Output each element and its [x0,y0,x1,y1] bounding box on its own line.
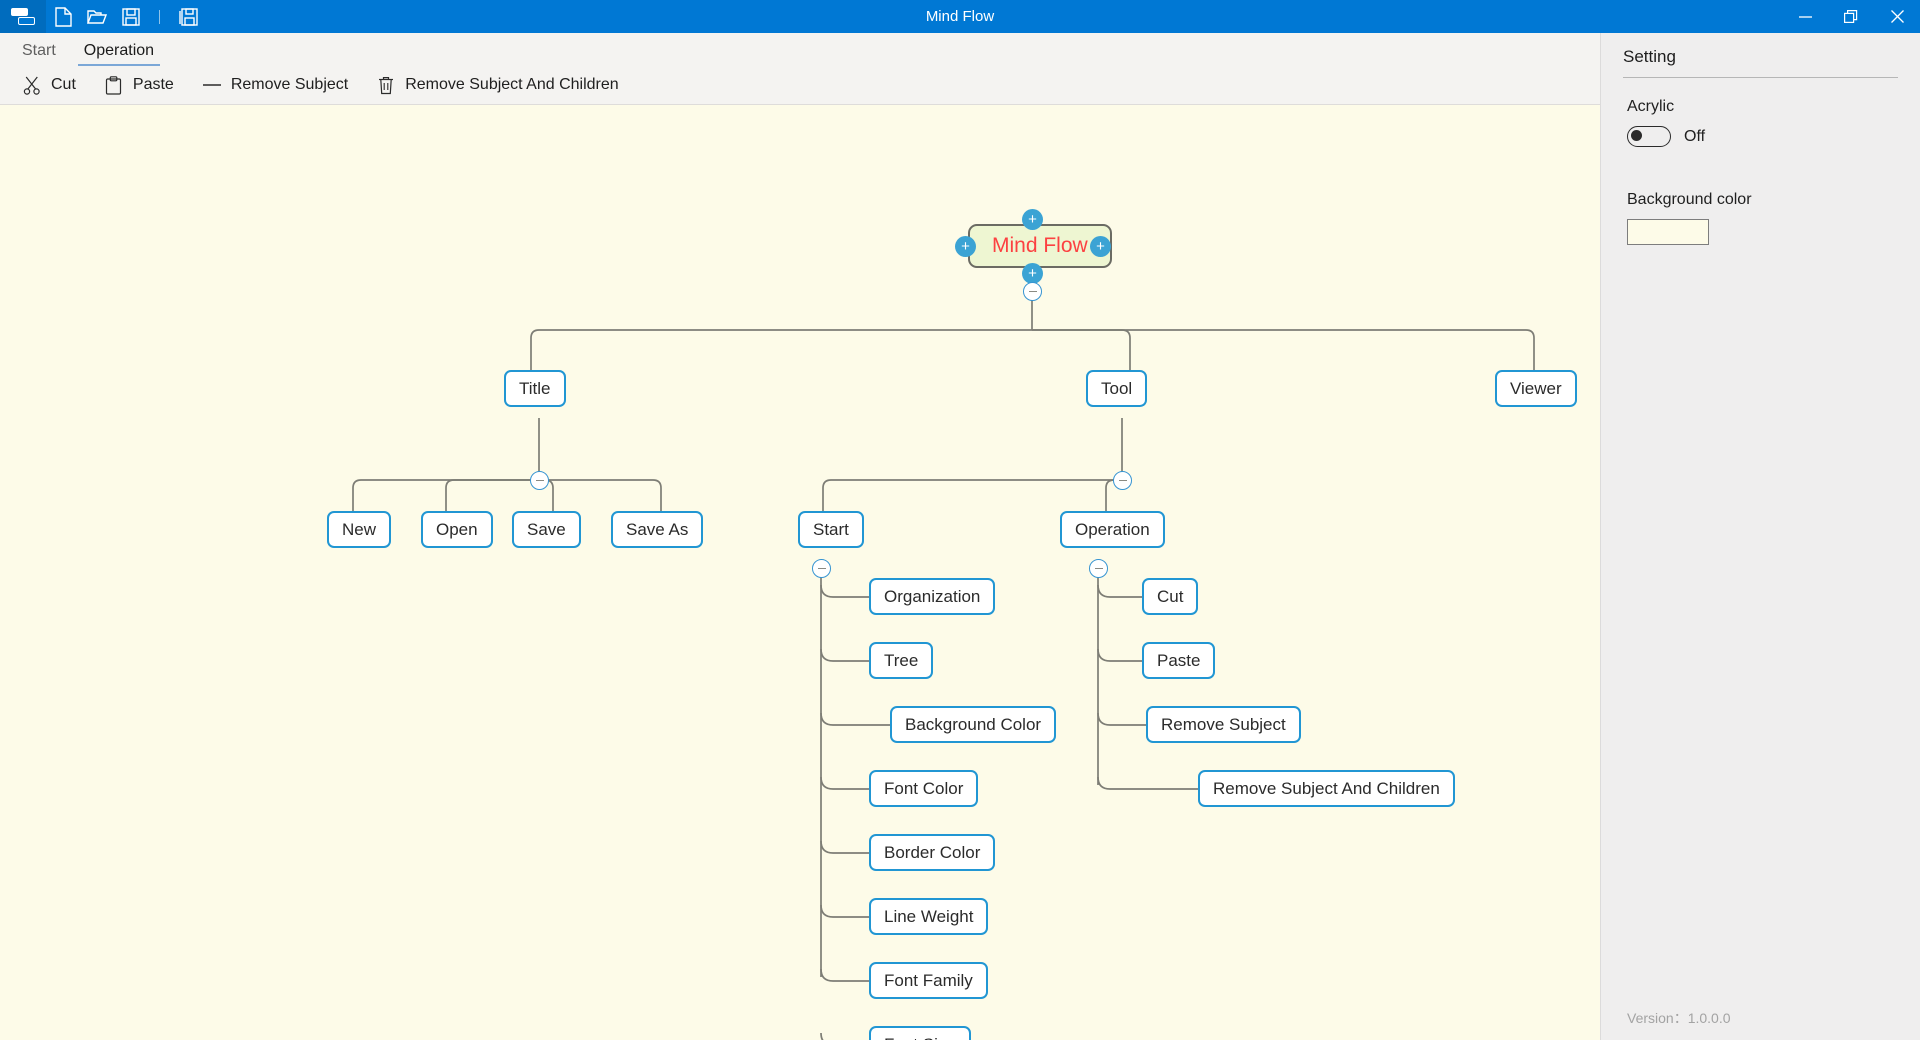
node-op-paste[interactable]: Paste [1142,642,1216,679]
collapse-toggle-root[interactable] [1023,282,1042,301]
add-node-left-handle[interactable]: + [955,236,976,257]
collapse-toggle-start[interactable] [812,559,831,578]
collapse-toggle-operation[interactable] [1089,559,1108,578]
node-save[interactable]: Save [512,511,581,548]
node-op-cut[interactable]: Cut [1142,578,1199,615]
collapse-toggle-title[interactable] [530,471,549,490]
acrylic-setting-group: Acrylic Off [1601,78,1920,147]
paste-button[interactable]: Paste [92,68,186,102]
tab-start[interactable]: Start [22,42,56,59]
node-tool[interactable]: Tool [1086,370,1148,407]
node-viewer[interactable]: Viewer [1495,370,1577,407]
version-label: Version： [1627,1010,1688,1026]
window-title: Mind Flow [925,8,995,25]
acrylic-toggle[interactable] [1627,126,1671,147]
acrylic-label: Acrylic [1627,98,1675,115]
trash-icon [376,75,396,95]
add-node-right-handle[interactable]: + [1090,236,1111,257]
node-open[interactable]: Open [421,511,493,548]
remove-subject-and-children-button[interactable]: Remove Subject And Children [364,68,630,102]
ribbon: Start Operation Cut Paste Remove Subject [0,33,1600,105]
version-info: Version：1.0.0.0 [1627,1008,1731,1028]
app-logo-icon[interactable] [0,0,46,33]
node-font-family[interactable]: Font Family [869,962,988,999]
open-folder-icon[interactable] [80,0,114,33]
tab-operation[interactable]: Operation [70,36,168,66]
restore-icon[interactable] [1828,0,1874,33]
node-operation[interactable]: Operation [1060,511,1165,548]
ribbon-tabs: Start Operation [0,33,1600,66]
node-background-color[interactable]: Background Color [890,706,1057,743]
remove-subject-button[interactable]: Remove Subject [190,68,360,102]
node-new[interactable]: New [327,511,392,548]
remove-subject-label: Remove Subject [230,76,349,93]
add-node-bottom-handle[interactable]: + [1022,263,1043,284]
save-floppy-icon[interactable] [114,0,148,33]
node-font-size[interactable]: Font Size [869,1026,971,1040]
minimize-icon[interactable] [1782,0,1828,33]
node-title[interactable]: Title [504,370,566,407]
node-line-weight[interactable]: Line Weight [869,898,989,935]
mindmap-connectors [352,268,1535,1040]
background-color-setting-group: Background color [1601,147,1920,245]
cut-label: Cut [51,76,76,93]
settings-title: Setting [1623,47,1676,66]
cut-button[interactable]: Cut [10,68,88,102]
acrylic-state-label: Off [1684,127,1706,145]
save-as-icon[interactable] [171,0,205,33]
background-color-swatch[interactable] [1627,219,1709,245]
background-color-label: Background color [1627,191,1752,208]
dash-icon [202,75,222,95]
window-controls [1782,0,1920,33]
settings-divider [1623,77,1898,78]
node-op-remove-subject[interactable]: Remove Subject [1146,706,1301,743]
mindmap-root-node[interactable]: Mind Flow [968,224,1112,268]
remove-subject-and-children-label: Remove Subject And Children [405,76,619,93]
settings-sidebar: Setting Acrylic Off Background color Ver… [1600,33,1920,1040]
quick-access-toolbar [46,0,205,33]
version-value: 1.0.0.0 [1687,1010,1731,1026]
new-file-icon[interactable] [46,0,80,33]
node-op-remove-subject-and-children[interactable]: Remove Subject And Children [1198,770,1455,807]
node-organization[interactable]: Organization [869,578,996,615]
paste-label: Paste [132,76,174,93]
scissors-icon [22,75,42,95]
add-node-top-handle[interactable]: + [1022,209,1043,230]
collapse-toggle-tool[interactable] [1113,471,1132,490]
title-bar: Mind Flow [0,0,1920,33]
node-start[interactable]: Start [798,511,864,548]
toolbar-separator [159,9,160,24]
mindmap-canvas[interactable]: Mind Flow + + + + Title Tool Viewer New … [0,105,1600,1040]
node-font-color[interactable]: Font Color [869,770,979,807]
node-border-color[interactable]: Border Color [869,834,996,871]
close-icon[interactable] [1874,0,1920,33]
node-save-as[interactable]: Save As [611,511,704,548]
clipboard-icon [104,75,124,95]
ribbon-toolbar: Cut Paste Remove Subject Remove Subject … [0,66,1600,104]
node-tree[interactable]: Tree [869,642,934,679]
